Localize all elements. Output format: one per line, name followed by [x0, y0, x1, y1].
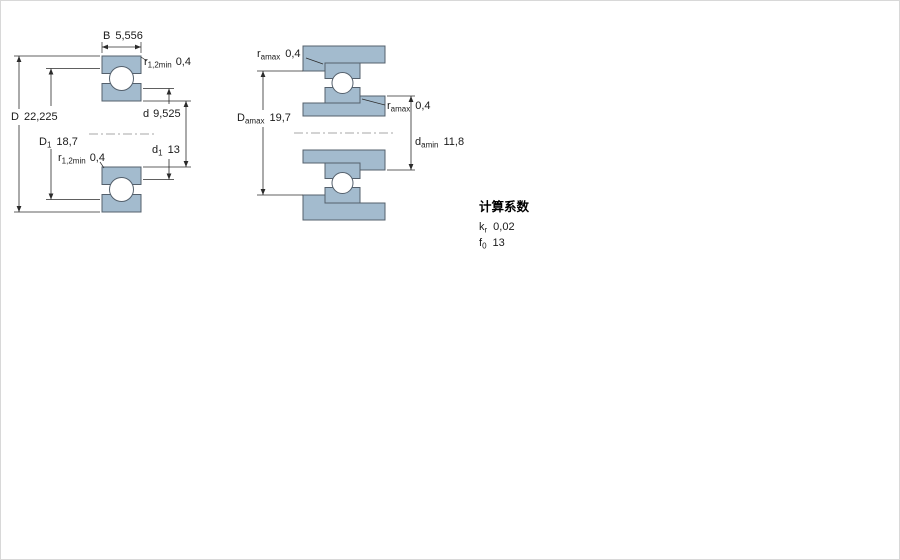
- leader-line: [305, 57, 324, 65]
- ball-bottom: [331, 172, 354, 194]
- ball-top: [331, 72, 354, 94]
- leader-line: [99, 161, 105, 169]
- ball-bottom: [109, 177, 134, 202]
- leader-line: [361, 98, 386, 106]
- leader-line: [140, 56, 148, 62]
- ball-top: [109, 66, 134, 91]
- calculation-factors-title: 计算系数: [479, 199, 530, 214]
